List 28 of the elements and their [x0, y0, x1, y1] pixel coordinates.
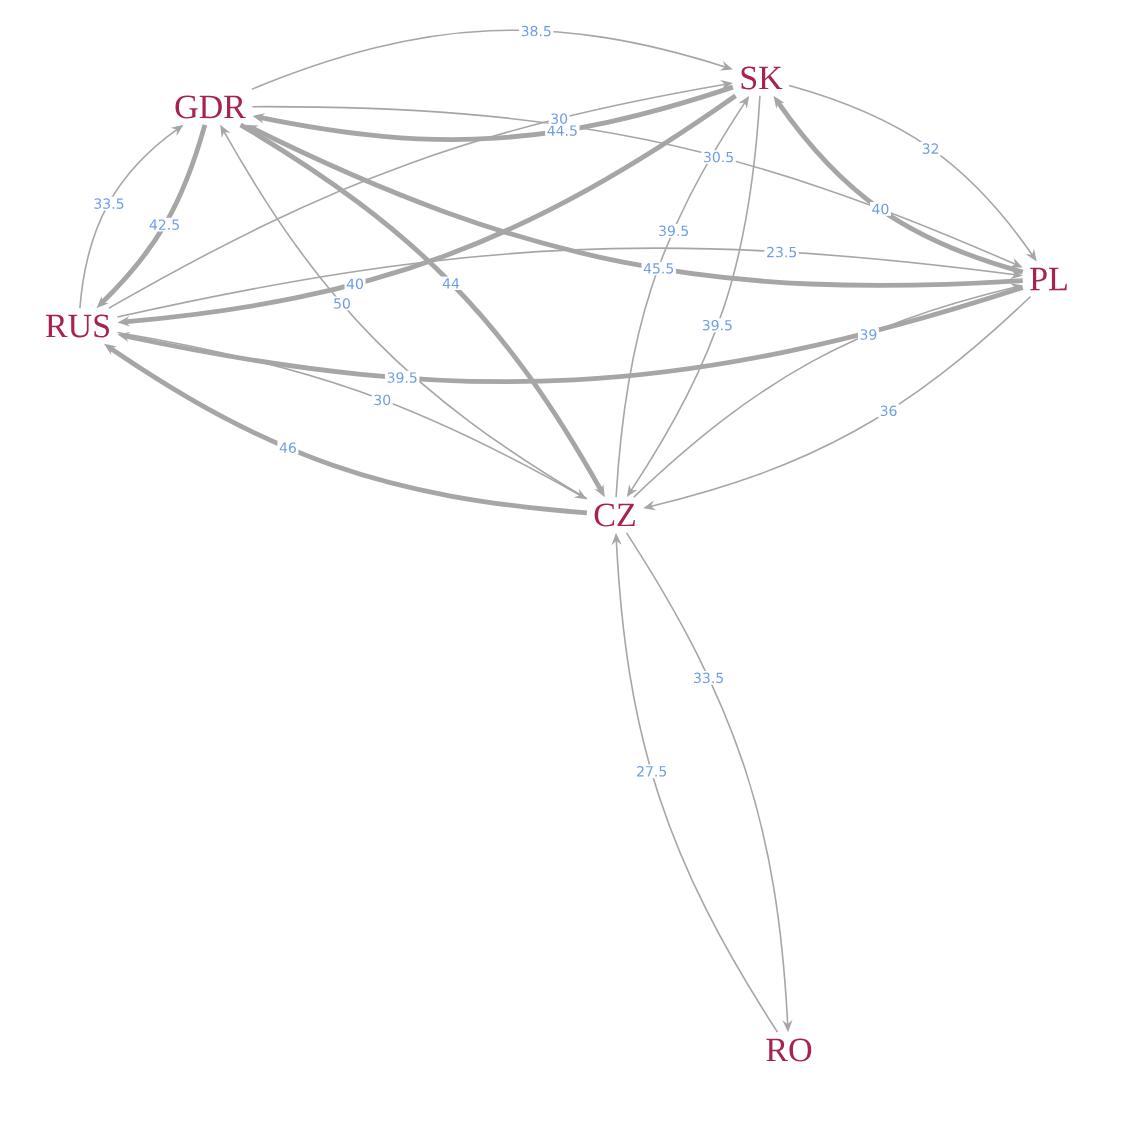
edge-label: 42.5 — [149, 219, 179, 230]
edge-label: 38.5 — [521, 25, 551, 37]
edge-label: 40 — [872, 203, 889, 215]
edge-label: 30.5 — [704, 151, 733, 163]
edge-label: 39.5 — [387, 372, 417, 383]
edge-label: 32 — [922, 143, 939, 154]
edge-label: 33.5 — [94, 198, 124, 209]
edge-label: 39.5 — [659, 225, 688, 237]
edge-label: 45.5 — [643, 263, 674, 274]
edge-label: 40 — [346, 278, 363, 290]
edge-label: 39 — [860, 329, 877, 340]
edge-label: 39.5 — [702, 319, 732, 331]
edge-label: 30 — [551, 113, 568, 124]
edge-label: 46 — [279, 442, 296, 453]
edge-label: 27.5 — [637, 766, 666, 777]
edge-label: 44.5 — [547, 125, 577, 136]
edge-label: 44 — [442, 278, 460, 289]
edge-label: 50 — [334, 298, 350, 309]
country-label: RO — [766, 1038, 812, 1062]
country-label: RUS — [45, 314, 109, 338]
edge-label: 36 — [880, 405, 897, 417]
edge-label: 30 — [374, 394, 391, 406]
country-label: GDR — [175, 95, 246, 119]
country-label: CZ — [594, 503, 635, 527]
country-label: SK — [741, 66, 783, 90]
country-label: PL — [1030, 267, 1067, 291]
edge-label: 33.5 — [694, 672, 723, 684]
edge-label: 23.5 — [767, 246, 797, 258]
